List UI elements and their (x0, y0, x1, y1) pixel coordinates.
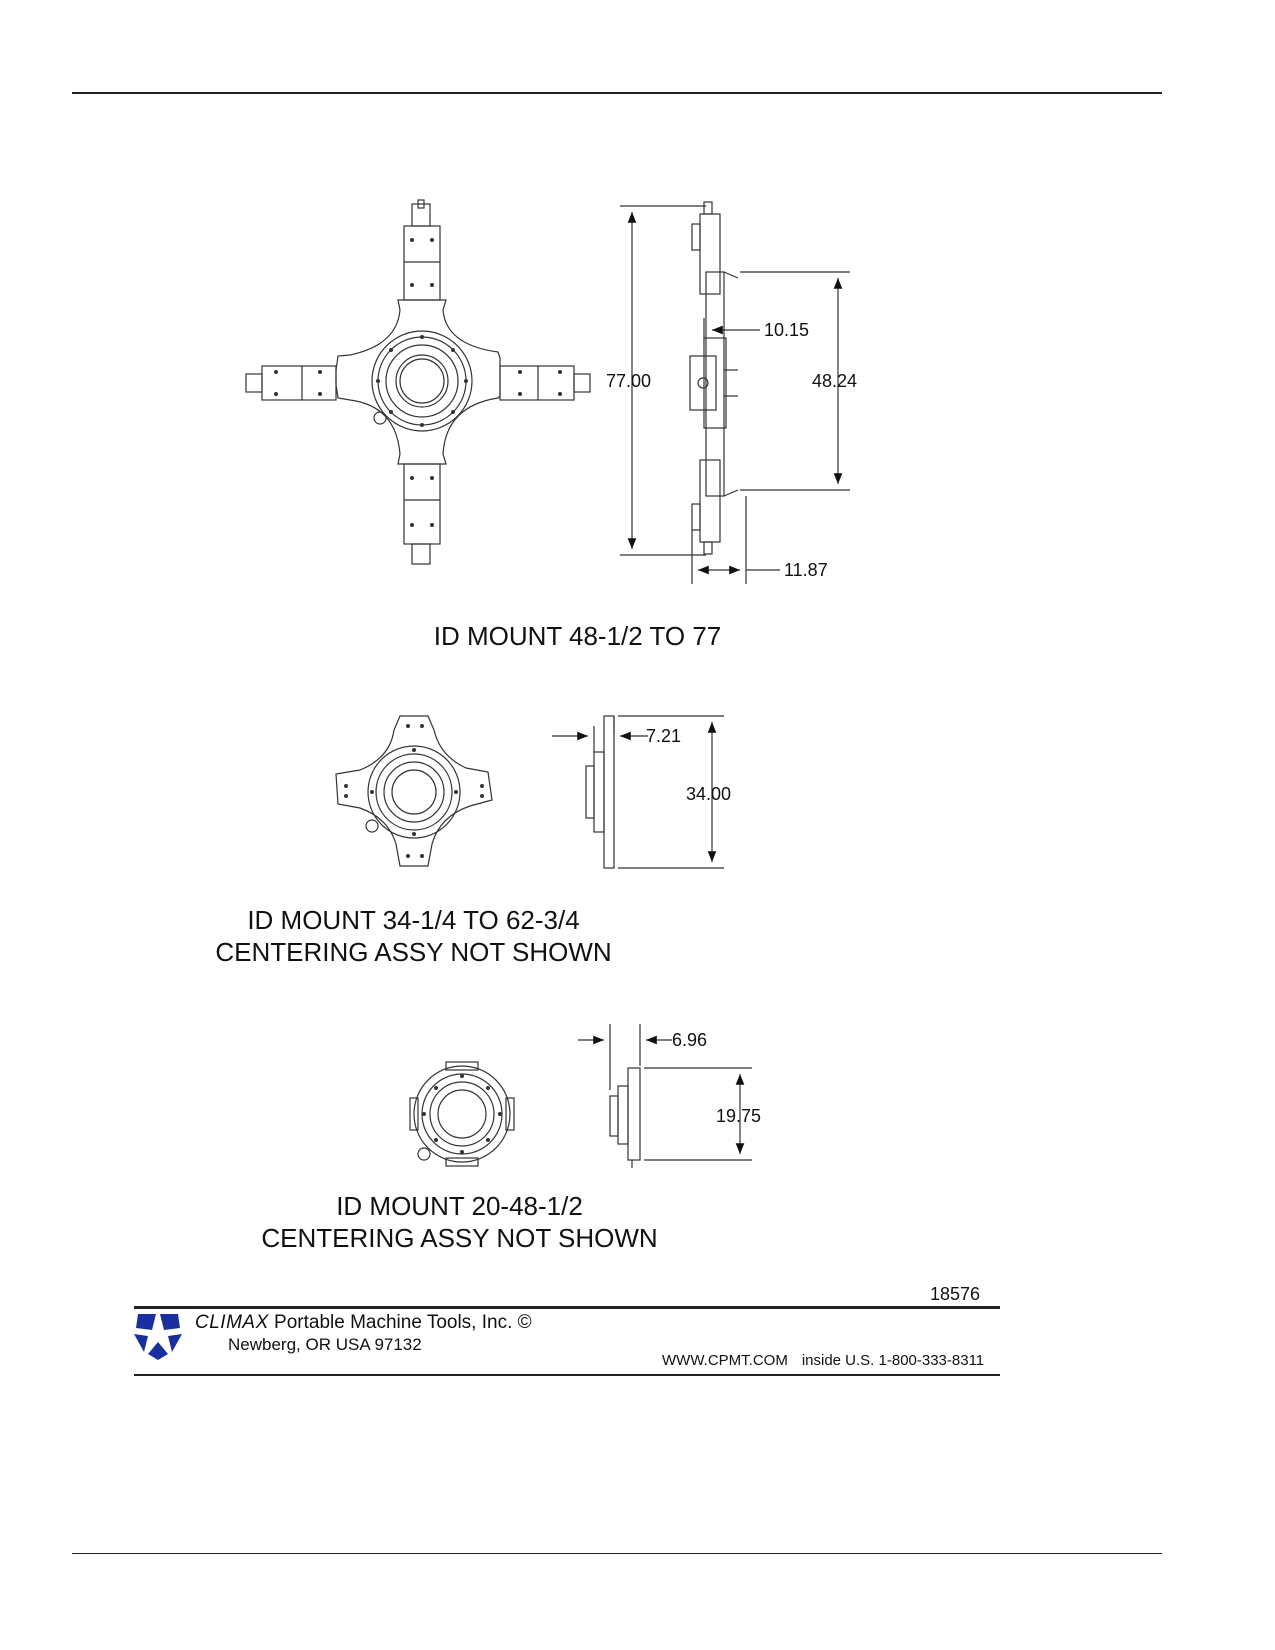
top-rule (72, 92, 1162, 94)
website-link[interactable]: WWW.CPMT.COM (662, 1352, 788, 1369)
dimension-11-87 (691, 496, 780, 584)
dim-label-34-00: 34.00 (686, 784, 731, 804)
view-1-title: ID MOUNT 48-1/2 TO 77 (433, 621, 722, 651)
dimension-6-96 (578, 1024, 672, 1090)
mount-medium-side-view (585, 715, 615, 869)
mount-large-front-view (245, 199, 591, 565)
mount-large-side-view (689, 201, 739, 555)
company-name-rest: Portable Machine Tools, Inc. © (274, 1312, 532, 1333)
dim-label-77-00: 77.00 (606, 371, 651, 391)
drawing-number: 18576 (930, 1284, 981, 1304)
contact-info: WWW.CPMT.COM inside U.S. 1-800-333-8311 (662, 1352, 984, 1369)
dimension-34-00 (618, 715, 724, 869)
climax-logo-icon (134, 1314, 182, 1360)
dimension-10-15 (703, 318, 760, 340)
mount-small-side-view (609, 1067, 641, 1168)
bottom-rule (72, 1553, 1162, 1554)
view-2-title: ID MOUNT 34-1/4 TO 62-3/4 CENTERING ASSY… (215, 905, 612, 967)
dim-label-7-21: 7.21 (646, 726, 681, 746)
dimension-7-21 (552, 716, 648, 752)
company-brand: CLIMAX (195, 1312, 269, 1333)
mount-small-front-view (409, 1061, 515, 1167)
mount-medium-front-view (335, 715, 493, 867)
footer-bottom-rule (134, 1374, 1000, 1376)
company-name: CLIMAX Portable Machine Tools, Inc. © (195, 1312, 532, 1334)
dimension-48-24 (740, 271, 850, 491)
footer-top-rule (134, 1306, 1000, 1309)
dim-label-10-15: 10.15 (764, 320, 809, 340)
dimension-19-75 (644, 1067, 752, 1161)
dim-label-19-75: 19.75 (716, 1106, 761, 1126)
dim-label-11-87: 11.87 (784, 560, 828, 580)
dim-label-6-96: 6.96 (672, 1030, 707, 1050)
view-3-title: ID MOUNT 20-48-1/2 CENTERING ASSY NOT SH… (261, 1191, 658, 1253)
phone-number: inside U.S. 1-800-333-8311 (801, 1352, 985, 1369)
dim-label-48-24: 48.24 (812, 371, 857, 391)
company-address: Newberg, OR USA 97132 (228, 1335, 422, 1354)
